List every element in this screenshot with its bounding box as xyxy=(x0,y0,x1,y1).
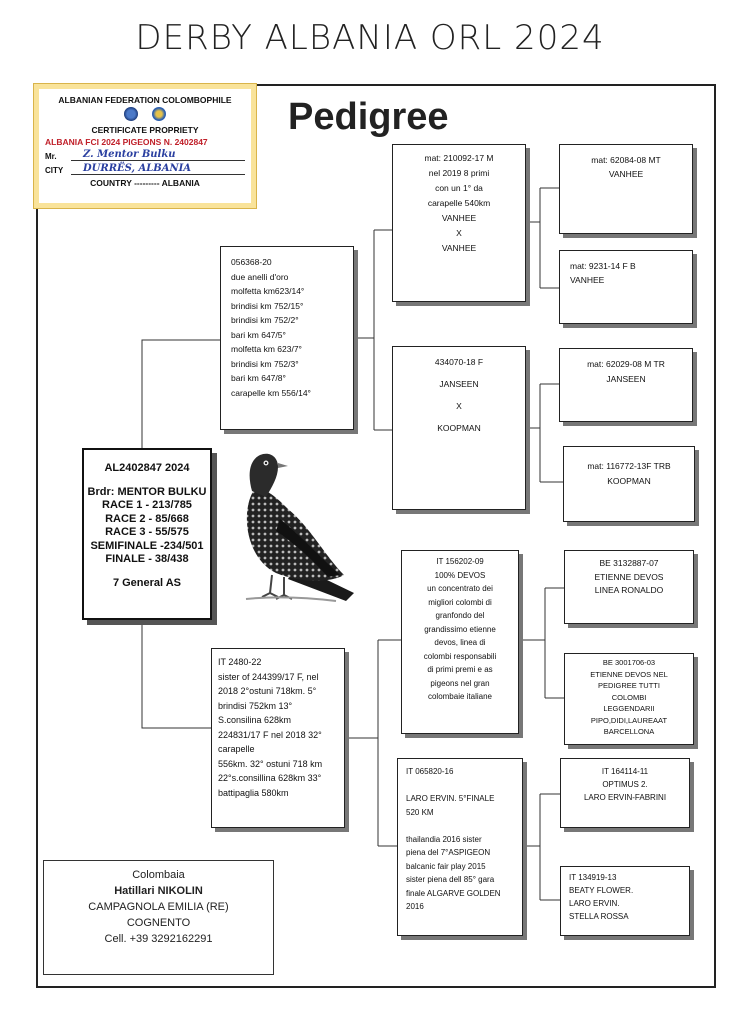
ggp-text: mat: 62084-08 MT VANHEE xyxy=(591,155,661,179)
main-finale: FINALE - 38/438 xyxy=(105,553,189,565)
ggp-dam-sire-sire: BE 3132887-07 ETIENNE DEVOS LINEA RONALD… xyxy=(564,550,694,624)
breeder-phone: Cell. +39 3292162291 xyxy=(104,933,213,945)
main-breeder: Brdr: MENTOR BULKU xyxy=(87,485,207,498)
dam-text: IT 2480-22 sister of 244399/17 F, nel 20… xyxy=(218,657,323,798)
seals xyxy=(45,107,245,123)
main-race2: RACE 2 - 85/668 xyxy=(105,512,189,525)
ggp-dam-dam-dam: IT 134919-13 BEATY FLOWER. LARO ERVIN. S… xyxy=(560,866,690,936)
ggp-text: IT 164114-11 OPTIMUS 2. LARO ERVIN-FABRI… xyxy=(583,767,667,802)
ggp-text: mat: 62029-08 M TR JANSEEN xyxy=(587,359,665,384)
city-label: CITY xyxy=(45,166,64,175)
ggp-dam-sire-dam: BE 3001706-03 ETIENNE DEVOS NEL PEDIGREE… xyxy=(564,653,694,745)
ggp-text: BE 3132887-07 ETIENNE DEVOS LINEA RONALD… xyxy=(594,558,664,595)
ggp-text: BE 3001706-03 ETIENNE DEVOS NEL PEDIGREE… xyxy=(590,658,668,736)
pedigree-frame xyxy=(36,84,716,988)
ggp-text: mat: 116772-13F TRB KOOPMAN xyxy=(587,461,671,486)
certificate-label: CERTIFICATE PROPRIETY xyxy=(91,125,199,135)
breeder-card: Colombaia Hatillari NIKOLIN CAMPAGNOLA E… xyxy=(43,860,274,975)
dam-dam-card: IT 065820-16 LARO ERVIN. 5°FINALE 520 KM… xyxy=(397,758,523,936)
owner-row: Mr. Z. Mentor Bulku xyxy=(45,149,245,161)
sire-card: 056368-20 due anelli d'oro molfetta km62… xyxy=(220,246,354,430)
sire-sire-text: mat: 210092-17 M nel 2019 8 primi con un… xyxy=(424,153,494,253)
main-race3: RACE 3 - 55/575 xyxy=(105,526,189,538)
sire-dam-text: 434070-18 F JANSEEN X KOOPMAN xyxy=(434,357,484,433)
breeder-address: CAMPAGNOLA EMILIA (RE) xyxy=(88,901,229,913)
main-semifinale: SEMIFINALE -234/501 xyxy=(90,539,204,552)
federation-seal-icon xyxy=(123,107,138,121)
breeder-name: Hatillari NIKOLIN xyxy=(114,885,203,897)
owner-signature: Z. Mentor Bulku xyxy=(71,149,245,161)
certificate-card: ALBANIAN FEDERATION COLOMBOPHILE CERTIFI… xyxy=(33,83,257,209)
pedigree-heading: Pedigree xyxy=(288,96,449,138)
ggp-sire-dam-sire: mat: 62029-08 M TR JANSEEN xyxy=(559,348,693,422)
ggp-sire-sire-sire: mat: 62084-08 MT VANHEE xyxy=(559,144,693,234)
main-bird-card: AL2402847 2024 Brdr: MENTOR BULKU RACE 1… xyxy=(82,448,212,620)
sire-text: 056368-20 due anelli d'oro molfetta km62… xyxy=(231,257,311,398)
breeder-city: COGNENTO xyxy=(126,917,191,929)
ggp-text: IT 134919-13 BEATY FLOWER. LARO ERVIN. S… xyxy=(569,873,634,921)
dam-card: IT 2480-22 sister of 244399/17 F, nel 20… xyxy=(211,648,345,828)
ggp-sire-dam-dam: mat: 116772-13F TRB KOOPMAN xyxy=(563,446,695,522)
sire-sire-card: mat: 210092-17 M nel 2019 8 primi con un… xyxy=(392,144,526,302)
pigeons-number: ALBANIA FCI 2024 PIGEONS N. 2402847 xyxy=(45,137,208,147)
page-title: DERBY ALBANIA ORL 2024 xyxy=(135,18,605,58)
dam-sire-text: IT 156202-09 100% DEVOS un concentrato d… xyxy=(423,557,497,701)
main-general: 7 General AS xyxy=(112,576,182,589)
dam-dam-text: IT 065820-16 LARO ERVIN. 5°FINALE 520 KM… xyxy=(406,767,501,911)
main-race1: RACE 1 - 213/785 xyxy=(102,499,192,511)
city-row: CITY DURRËS, ALBANIA xyxy=(45,163,245,175)
dam-sire-card: IT 156202-09 100% DEVOS un concentrato d… xyxy=(401,550,519,734)
owner-label: Mr. xyxy=(45,152,57,161)
pigeon-photo xyxy=(245,453,354,602)
ggp-text: mat: 9231-14 F B VANHEE xyxy=(570,261,636,285)
ggp-dam-dam-sire: IT 164114-11 OPTIMUS 2. LARO ERVIN-FABRI… xyxy=(560,758,690,828)
city-value: DURRËS, ALBANIA xyxy=(71,163,245,175)
fci-seal-icon xyxy=(152,107,167,121)
breeder-line1: Colombaia xyxy=(132,869,185,881)
ggp-sire-sire-dam: mat: 9231-14 F B VANHEE xyxy=(559,250,693,324)
main-ring: AL2402847 2024 xyxy=(104,462,190,474)
sire-dam-card: 434070-18 F JANSEEN X KOOPMAN xyxy=(392,346,526,510)
country-line: COUNTRY --------- ALBANIA xyxy=(90,178,200,188)
federation-name: ALBANIAN FEDERATION COLOMBOPHILE xyxy=(58,95,232,105)
